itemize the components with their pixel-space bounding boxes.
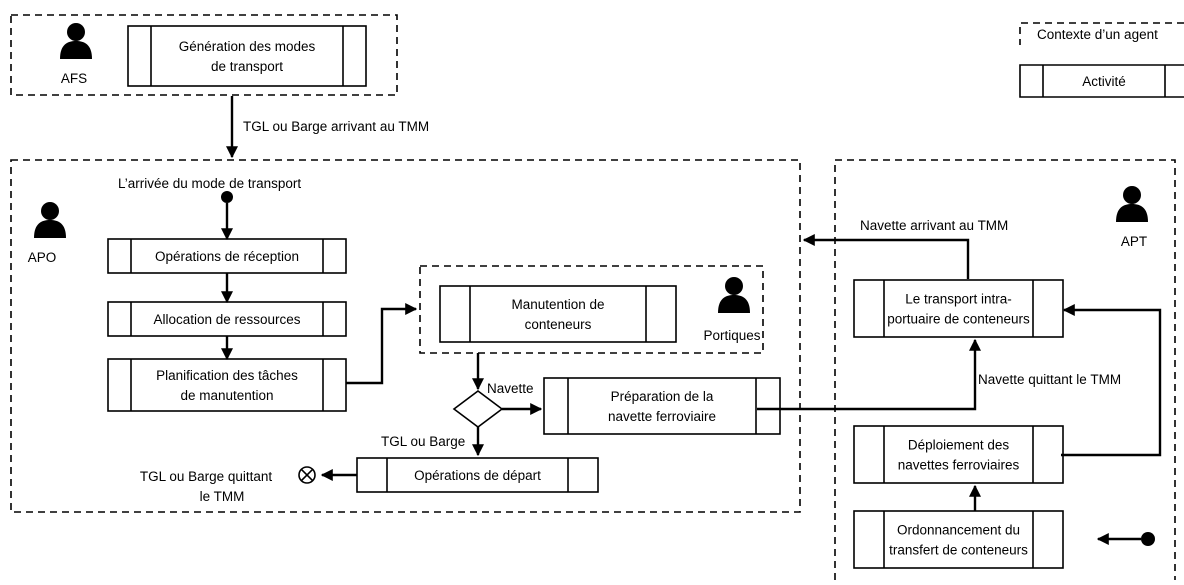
- activity-transport: Le transport intra-portuaire de conteneu…: [853, 279, 1064, 338]
- activity-depart: Opérations de départ: [356, 457, 599, 493]
- arrow-transport-to-apo: [802, 234, 970, 279]
- activity-deploiement-label-line2: navettes ferroviaires: [898, 458, 1020, 473]
- arrow-deploiement-to-transport: [1061, 304, 1162, 457]
- start-node-apo: [221, 191, 233, 203]
- context-portiques: [419, 265, 764, 354]
- activity-preparation-label-line2: navette ferroviaire: [608, 409, 716, 424]
- agent-label-afs: AFS: [61, 71, 87, 86]
- label-navette-arrivant: Navette arrivant au TMM: [860, 218, 1008, 233]
- activity-preparation: Préparation de la navette ferroviaire: [543, 377, 781, 435]
- activity-transport-label-line1: Le transport intra-: [905, 292, 1012, 307]
- activity-transport-label-line2: portuaire de conteneurs: [887, 312, 1030, 327]
- activity-generation: Génération des modes de transport: [127, 25, 367, 87]
- legend-context-swatch: [1019, 22, 1184, 45]
- activity-ordonnancement: Ordonnancement du transfert de conteneurs: [853, 510, 1064, 569]
- label-navette-quittant: Navette quittant le TMM: [978, 372, 1121, 387]
- arrow-planification-to-manutention: [346, 303, 418, 385]
- context-apo: [10, 159, 801, 513]
- legend-activity-label: Activité: [1082, 74, 1126, 89]
- person-icon-apo: [34, 202, 66, 238]
- label-arrivee-mode: L’arrivée du mode de transport: [118, 176, 301, 191]
- label-tgl-quittant-line1: TGL ou Barge quittant: [140, 469, 273, 484]
- activity-preparation-label-line1: Préparation de la: [611, 389, 714, 404]
- activity-deploiement-label-line1: Déploiement des: [908, 438, 1010, 453]
- context-apt: [834, 159, 1176, 580]
- activity-generation-label-line1: Génération des modes: [179, 39, 316, 54]
- activity-deploiement: Déploiement des navettes ferroviaires: [853, 425, 1064, 484]
- legend-activity-swatch: [1019, 64, 1184, 98]
- agent-label-portiques: Portiques: [703, 328, 760, 343]
- activity-generation-label-line2: de transport: [211, 59, 283, 74]
- label-navette: Navette: [487, 381, 534, 396]
- agent-label-apo: APO: [28, 250, 57, 265]
- label-tgl-quittant-line2: le TMM: [200, 489, 245, 504]
- decision-diamond: [452, 390, 504, 428]
- person-icon-afs: [60, 23, 92, 59]
- activity-planification-label-line2: de manutention: [180, 388, 273, 403]
- context-afs: [10, 14, 398, 96]
- activity-depart-label-line1: Opérations de départ: [414, 468, 541, 483]
- activity-layer: Génération des modes de transportOpératio…: [107, 25, 1064, 569]
- activity-reception-label-line1: Opérations de réception: [155, 249, 299, 264]
- activity-manutention-label-line1: Manutention de: [511, 297, 604, 312]
- activity-reception: Opérations de réception: [107, 238, 347, 274]
- start-node-apt: [1141, 532, 1155, 546]
- activity-manutention: Manutention de conteneurs: [439, 285, 677, 343]
- activity-allocation: Allocation de ressources: [107, 301, 347, 337]
- legend-context-label: Contexte d’un agent: [1037, 27, 1158, 42]
- activity-manutention-label-line2: conteneurs: [525, 317, 592, 332]
- person-icon-portiques: [718, 277, 750, 313]
- activity-planification: Planification des tâches de manutention: [107, 358, 347, 412]
- activity-ordonnancement-label-line1: Ordonnancement du: [897, 523, 1020, 538]
- person-icon-apt: [1116, 186, 1148, 222]
- end-node-icon: [298, 466, 316, 484]
- activity-planification-label-line1: Planification des tâches: [156, 368, 298, 383]
- arrow-preparation-to-transport: [757, 338, 981, 411]
- label-tgl-barge: TGL ou Barge: [381, 434, 465, 449]
- activity-allocation-label-line1: Allocation de ressources: [153, 312, 300, 327]
- label-tgl-arrivant: TGL ou Barge arrivant au TMM: [243, 119, 429, 134]
- activity-ordonnancement-label-line2: transfert de conteneurs: [889, 543, 1028, 558]
- agent-label-apt: APT: [1121, 234, 1147, 249]
